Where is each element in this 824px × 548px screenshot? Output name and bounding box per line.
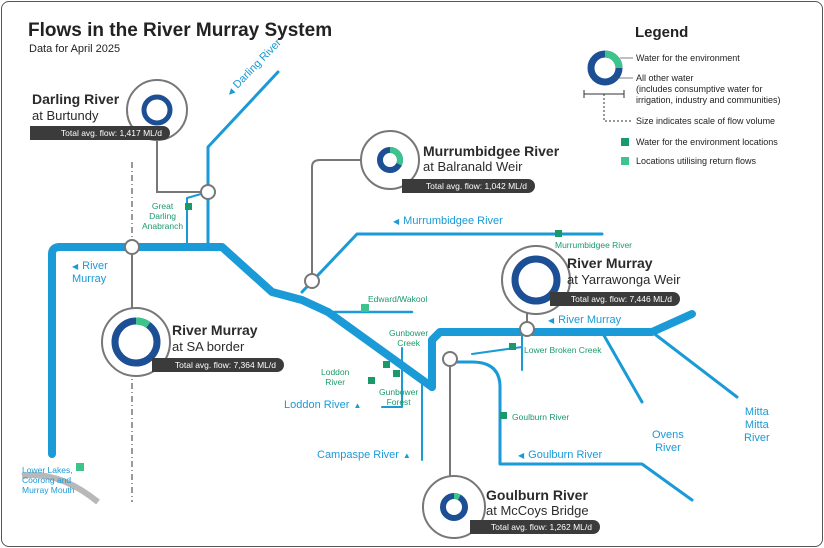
legend-graphics xyxy=(583,50,633,165)
darling-river-line xyxy=(206,70,280,249)
label-campaspe-river: Campaspe River xyxy=(317,449,411,462)
label-lower-broken-creek: Lower Broken Creek xyxy=(524,345,602,355)
label-edward-wakool: Edward/Wakool xyxy=(368,294,428,304)
river-murray-main xyxy=(48,243,332,458)
env-marker-murrumbidgee xyxy=(555,230,562,237)
label-great-darling-anabranch: Great Darling Anabranch xyxy=(142,201,184,231)
legend-return-marker xyxy=(621,157,629,165)
darling-gauge-title: Darling River xyxy=(32,91,120,107)
env-marker-gunbower-creek xyxy=(383,361,390,368)
page-title: Flows in the River Murray System xyxy=(28,20,333,41)
yarrawonga-flow-bar: Total avg. flow: 7,446 ML/d xyxy=(550,292,680,306)
legend-donut-env xyxy=(604,50,623,69)
murrumbidgee-gauge-ring xyxy=(360,130,420,190)
env-markers xyxy=(185,203,562,419)
darling-gauge-subtitle: at Burtundy xyxy=(32,108,99,123)
goulburn-flow-bar: Total avg. flow: 1,262 ML/d xyxy=(470,520,600,534)
label-gunbower-creek: Gunbower Creek xyxy=(389,328,429,348)
return-marker-edward-wakool xyxy=(361,304,369,312)
label-lower-lakes: Lower Lakes, Coorong and Murray Mouth xyxy=(22,465,75,495)
goulburn-gauge-title: Goulburn River xyxy=(486,487,588,503)
murrumbidgee-gauge-subtitle: at Balranald Weir xyxy=(423,159,523,174)
sa-border-gauge-title: River Murray xyxy=(172,322,258,338)
yarrawonga-gauge-subtitle: at Yarrawonga Weir xyxy=(567,272,681,287)
junction-goulburn xyxy=(442,351,458,367)
label-env-goulburn: Goulburn River xyxy=(512,412,570,422)
label-loddon-river: Loddon River xyxy=(284,399,361,412)
sa-border-flow-bar: Total avg. flow: 7,364 ML/d xyxy=(152,358,284,372)
env-marker-great-darling xyxy=(185,203,192,210)
env-marker-gunbower-forest xyxy=(393,370,400,377)
goulburn-env-arc xyxy=(453,493,461,501)
darling-flow-bar: Total avg. flow: 1,417 ML/d xyxy=(30,126,170,140)
river-murray-east xyxy=(428,310,696,391)
return-marker-lower-lakes xyxy=(76,463,84,471)
label-mitta-mitta-river: Mitta Mitta River xyxy=(744,406,770,444)
label-ovens-river: Ovens River xyxy=(652,429,684,454)
goulburn-gauge-subtitle: at McCoys Bridge xyxy=(486,503,589,518)
junctions xyxy=(124,184,535,367)
murrumbidgee-env-arc xyxy=(389,147,403,166)
murrumbidgee-gauge-title: Murrumbidgee River xyxy=(423,143,560,159)
lower-lakes-arc xyxy=(21,472,100,505)
label-river-murray-west: River Murray xyxy=(72,260,108,286)
legend-title: Legend xyxy=(635,24,689,41)
mitta-mitta-river-line xyxy=(650,330,739,399)
legend-env-locations: Water for the environment locations xyxy=(636,137,778,147)
darling-connector xyxy=(156,138,208,193)
label-gunbower-forest: Gunbower Forest xyxy=(379,387,419,407)
junction-murrumbidgee xyxy=(304,273,320,289)
return-markers xyxy=(76,304,369,471)
legend-size-note: Size indicates scale of flow volume xyxy=(636,116,776,126)
label-goulburn-river: Goulburn River xyxy=(518,449,602,462)
legend-env-water: Water for the environment xyxy=(636,53,740,63)
goulburn-gauge-ring xyxy=(422,475,486,539)
yarrawonga-donut xyxy=(511,255,561,305)
murrumbidgee-connector xyxy=(311,159,362,279)
page-subtitle: Data for April 2025 xyxy=(29,43,121,55)
goulburn-river-line xyxy=(448,355,694,502)
darling-donut xyxy=(141,94,173,126)
label-murrumbidgee-river: Murrumbidgee River xyxy=(393,215,503,228)
env-marker-goulburn xyxy=(500,412,507,419)
junction-yarrawonga xyxy=(519,321,535,337)
murrumbidgee-river-line xyxy=(300,232,604,294)
loddon-river-line xyxy=(381,347,403,408)
legend-env-marker xyxy=(621,138,629,146)
legend-other-water-1: All other water xyxy=(636,73,694,83)
env-marker-loddon xyxy=(368,377,375,384)
legend-other-water-3: irrigation, industry and communities) xyxy=(636,95,781,105)
sa-border-env-arc xyxy=(135,317,151,328)
label-env-loddon: Loddon River xyxy=(321,367,350,387)
river-murray-mid xyxy=(324,308,436,391)
junction-sa xyxy=(124,239,140,255)
junction-darling xyxy=(200,184,216,200)
label-env-murrumbidgee: Murrumbidgee River xyxy=(555,240,632,250)
sa-border-gauge-subtitle: at SA border xyxy=(172,339,245,354)
murrumbidgee-flow-bar: Total avg. flow: 1,042 ML/d xyxy=(402,179,535,193)
great-darling-anabranch-line xyxy=(186,191,209,248)
legend-other-water-2: (includes consumptive water for xyxy=(636,84,763,94)
legend-return-flows: Locations utilising return flows xyxy=(636,156,757,166)
env-marker-lower-broken xyxy=(509,343,516,350)
yarrawonga-gauge-title: River Murray xyxy=(567,255,653,271)
label-river-murray-east: River Murray xyxy=(548,314,621,327)
darling-gauge-ring xyxy=(126,79,188,141)
ovens-river-line xyxy=(600,330,644,404)
